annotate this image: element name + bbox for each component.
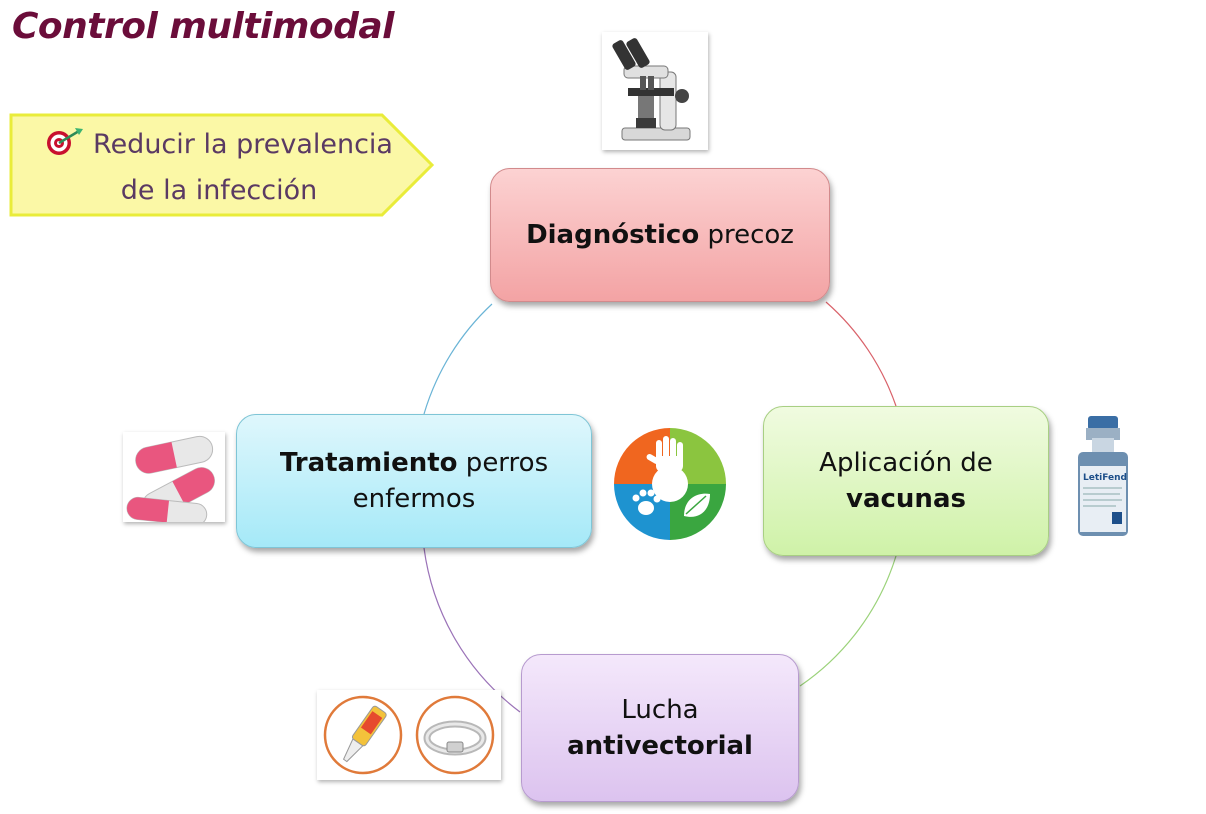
- node-diagnostico: Diagnóstico precoz: [490, 168, 830, 302]
- goal-line-1: Reducir la prevalencia: [93, 129, 393, 160]
- goal-line-2: de la infección: [120, 175, 318, 206]
- pipette-icon: [323, 695, 403, 775]
- node-top-bold: Diagnóstico: [526, 220, 700, 250]
- node-right-line1: Aplicación de: [819, 448, 993, 478]
- node-antivectorial: Lucha antivectorial: [521, 654, 799, 802]
- flea-collar-icon: [415, 695, 495, 775]
- one-health-logo-icon: [612, 426, 728, 542]
- target-icon: [45, 127, 85, 170]
- node-left-rest: perros: [457, 448, 549, 478]
- node-vacunas: Aplicación de vacunas: [763, 406, 1049, 556]
- node-right-bold: vacunas: [846, 484, 966, 514]
- node-left-bold: Tratamiento: [279, 448, 458, 478]
- node-bottom-line1: Lucha: [621, 695, 699, 725]
- vaccine-vial-icon: LetiFend: [1072, 414, 1134, 538]
- microscope-icon: [602, 32, 708, 150]
- node-bottom-bold: antivectorial: [567, 731, 753, 761]
- goal-callout: Reducir la prevalencia de la infección: [34, 124, 404, 212]
- node-tratamiento: Tratamiento perros enfermos: [236, 414, 592, 548]
- node-top-rest: precoz: [699, 220, 794, 250]
- antivector-products: [317, 690, 501, 780]
- node-left-line2: enfermos: [352, 484, 476, 514]
- page-title: Control multimodal: [12, 6, 395, 47]
- pills-icon: [123, 432, 225, 526]
- goal-callout-shape: [9, 113, 435, 217]
- vial-label: LetiFend: [1083, 473, 1127, 483]
